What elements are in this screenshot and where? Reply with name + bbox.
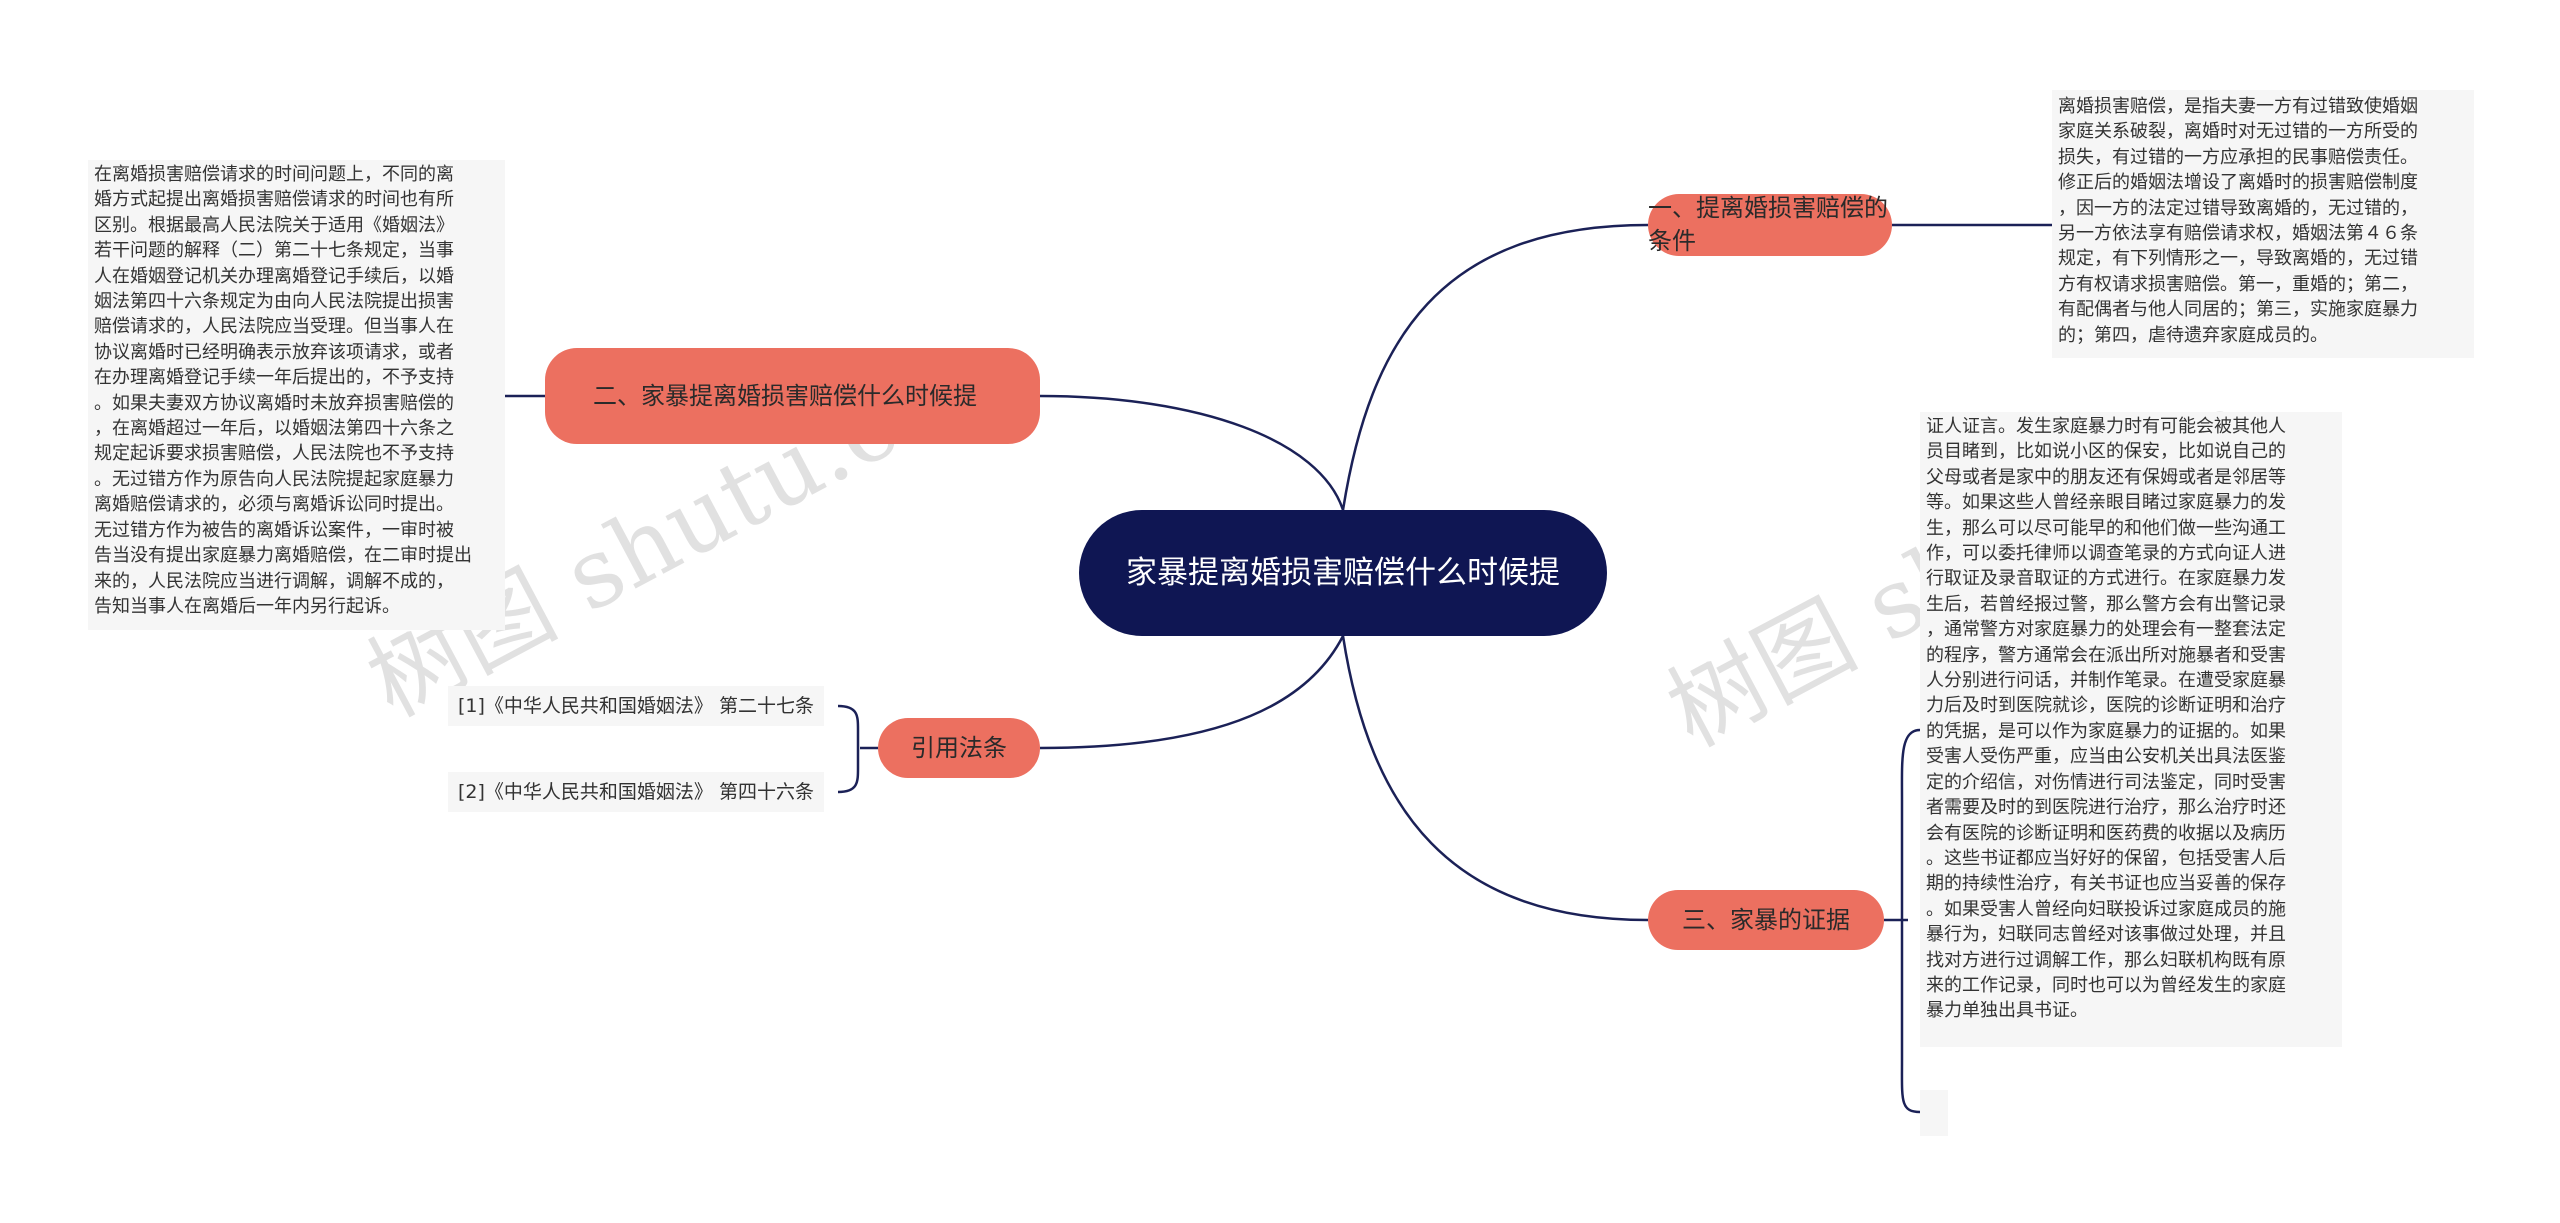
link-center-b1 (1341, 223, 1649, 511)
branch-evidence[interactable]: 三、家暴的证据 (1648, 890, 1884, 950)
ref-article-46[interactable]: [2]《中华人民共和国婚姻法》 第四十六条 (448, 772, 824, 812)
branch-when-to-claim[interactable]: 二、家暴提离婚损害赔偿什么时候提 (545, 348, 1040, 444)
bracket-b3 (1900, 728, 1921, 1114)
branch-evidence-label: 三、家暴的证据 (1682, 905, 1850, 934)
central-topic[interactable]: 家暴提离婚损害赔偿什么时候提 (1079, 510, 1607, 636)
leaf-when-to-claim-text: 在离婚损害赔偿请求的时间问题上，不同的离 婚方式起提出离婚损害赔偿请求的时间也有… (88, 160, 505, 630)
branch-conditions-label: 一、提离婚损害赔偿的条件 (1648, 194, 1888, 255)
ref-article-27[interactable]: [1]《中华人民共和国婚姻法》 第二十七条 (448, 686, 824, 726)
link-center-b2 (1039, 394, 1345, 511)
branch-cited-laws[interactable]: 引用法条 (878, 718, 1040, 778)
branch-cited-laws-label: 引用法条 (911, 733, 1007, 762)
leaf-conditions-text: 离婚损害赔偿，是指夫妻一方有过错致使婚姻 家庭关系破裂，离婚时对无过错的一方所受… (2052, 90, 2474, 358)
link-center-b4 (1039, 635, 1345, 750)
branch-when-to-claim-label: 二、家暴提离婚损害赔偿什么时候提 (593, 381, 977, 410)
bracket-b4 (837, 704, 860, 794)
central-topic-label: 家暴提离婚损害赔偿什么时候提 (1126, 555, 1560, 591)
leaf-evidence-text: 证人证言。发生家庭暴力时有可能会被其他人 员目睹到，比如说小区的保安，比如说自己… (1920, 412, 2342, 1047)
link-center-b3 (1341, 635, 1649, 922)
leaf-evidence-empty (1920, 1090, 1948, 1136)
branch-conditions[interactable]: 一、提离婚损害赔偿的条件 (1648, 194, 1892, 256)
